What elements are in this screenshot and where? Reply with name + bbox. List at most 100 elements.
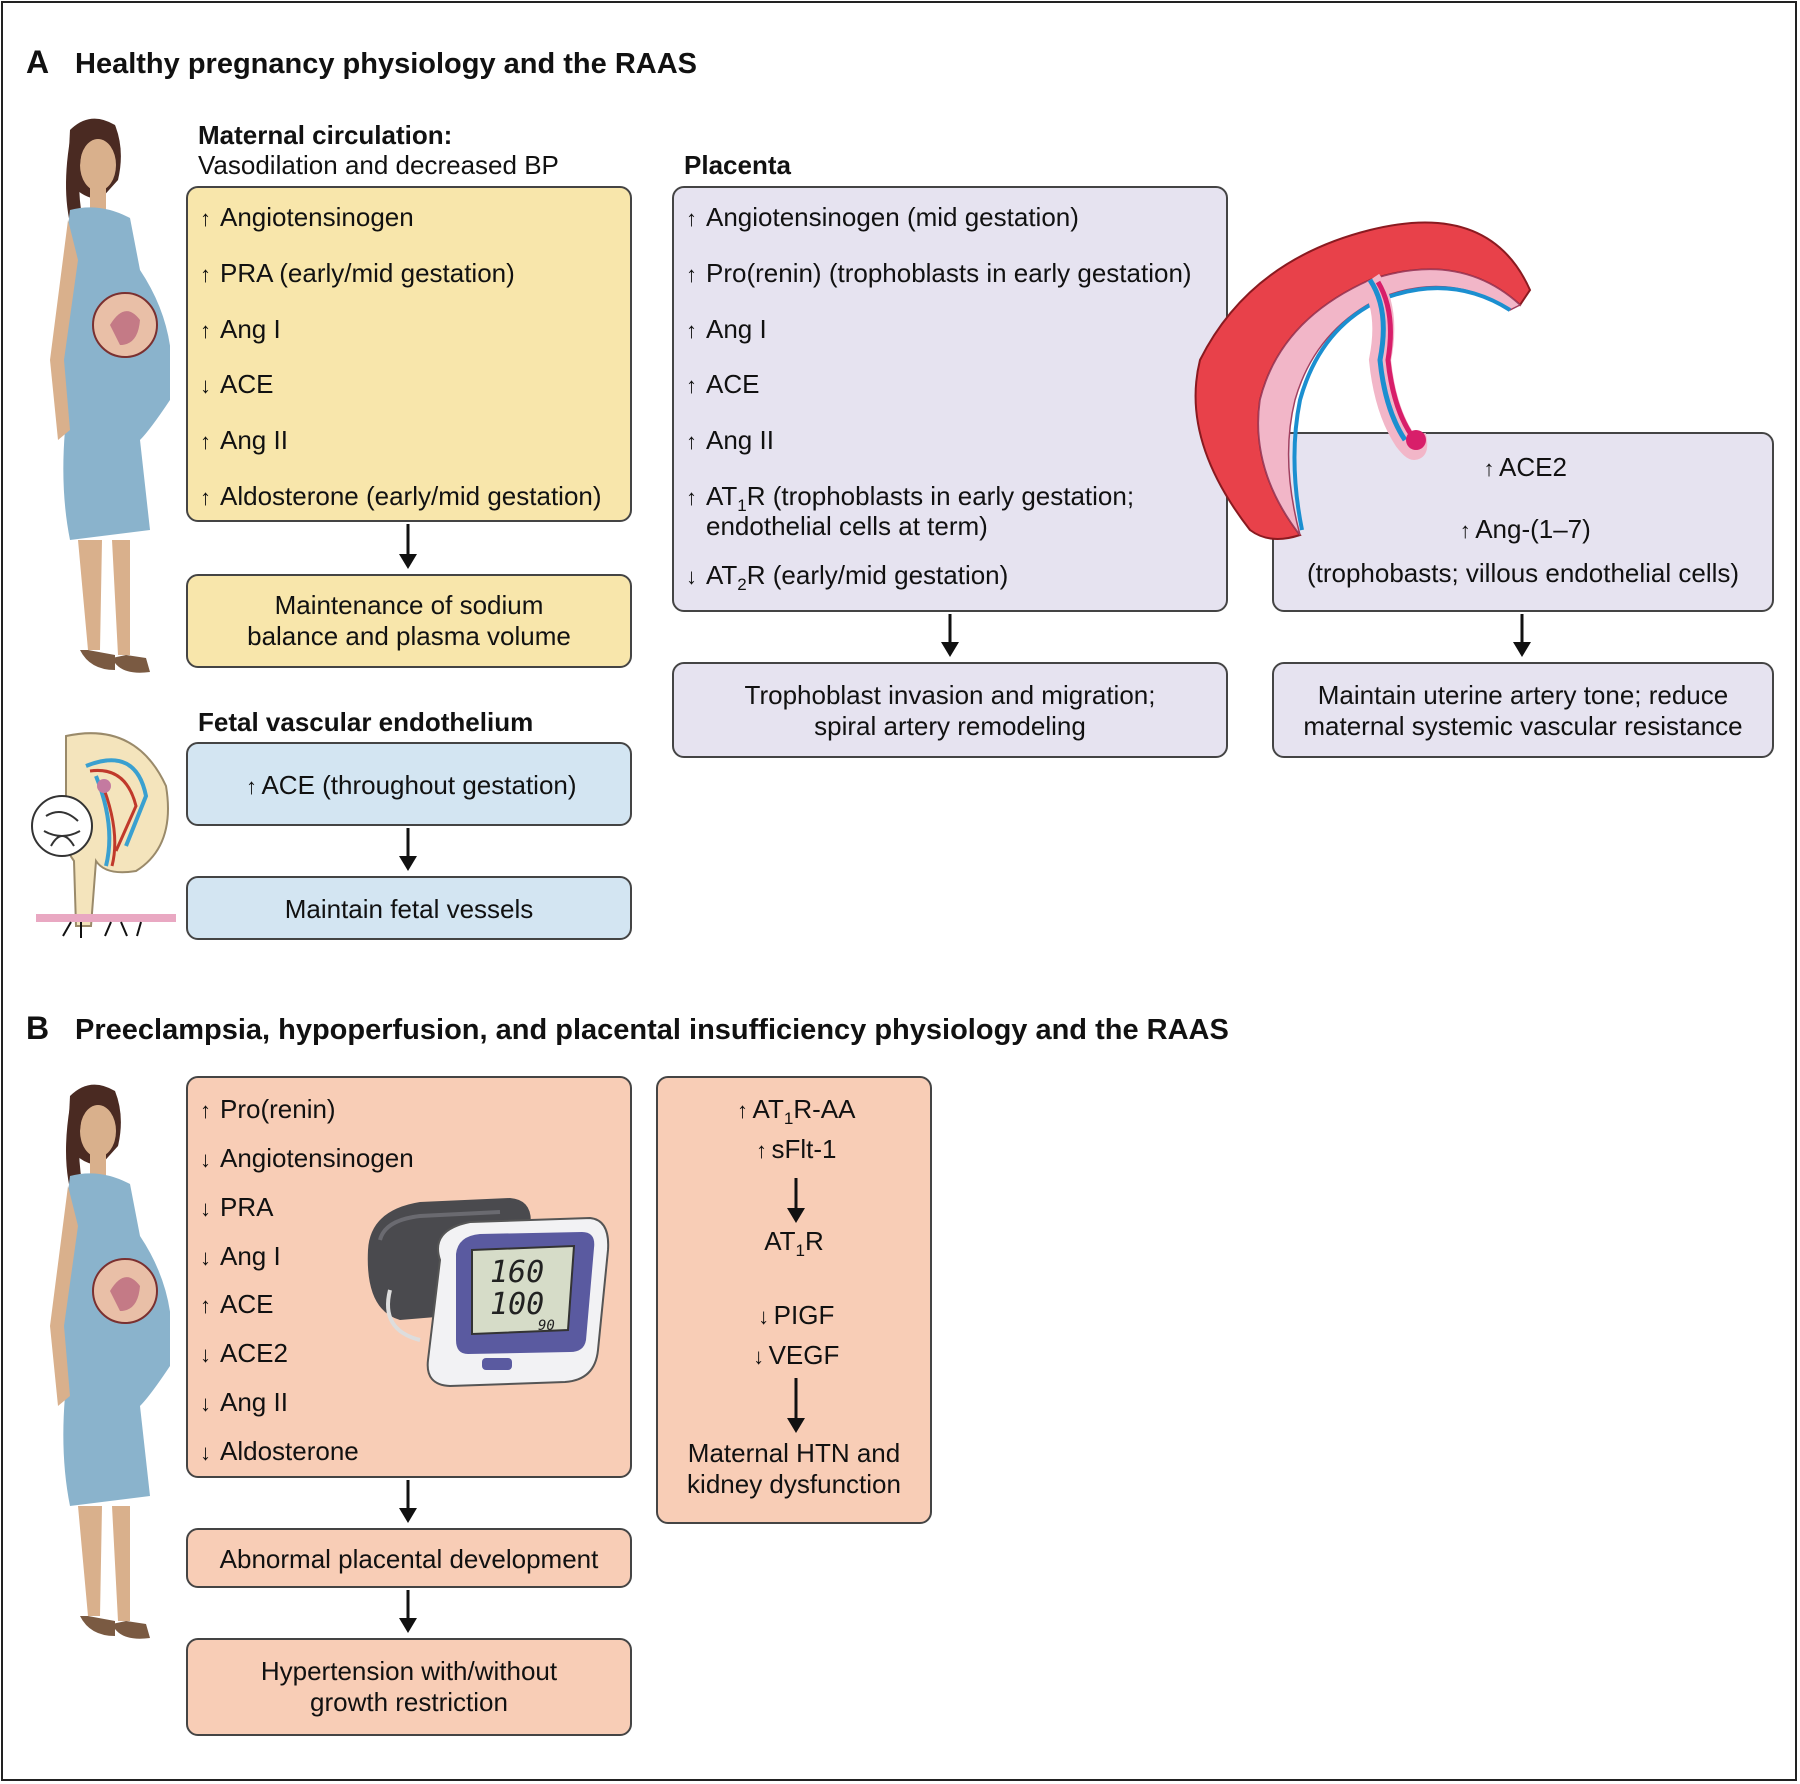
up-arrow-icon: ↑ [686,485,697,510]
up-arrow-icon: ↑ [200,318,211,343]
maternal-outcome-box: Maintenance of sodium balance and plasma… [186,574,632,668]
preeclampsia-raas-box: ↑Pro(renin) ↓Angiotensinogen ↓PRA ↓Ang I… [186,1076,632,1478]
villous-outcome-line1: Maintain uterine artery tone; reduce [1317,680,1729,710]
pigf-item: ↓PIGF [658,1300,930,1332]
pregnant-woman-illustration [50,1084,170,1639]
blood-pressure-monitor-icon: 160 100 90 [367,1198,610,1388]
preeclampsia-item: ↓Ang II [200,1387,288,1417]
placenta-outcome-line2: spiral artery remodeling [814,711,1086,741]
maternal-outcome-line1: Maintenance of sodium [274,590,544,620]
down-arrow-icon: ↓ [200,1196,211,1221]
placenta-illustration [1194,221,1532,540]
section-a-title: Healthy pregnancy physiology and the RAA… [75,48,697,80]
maternal-item: ↑Ang I [200,314,281,344]
flow-arrow-icon [1513,614,1531,657]
up-arrow-icon: ↑ [686,429,697,454]
maternal-item: ↑Angiotensinogen [200,202,414,232]
flow-arrow-icon [787,1378,805,1433]
down-arrow-icon: ↓ [758,1304,770,1329]
up-arrow-icon: ↑ [1483,456,1495,481]
preeclampsia-item: ↓PRA [200,1192,274,1222]
up-arrow-icon: ↑ [200,206,211,231]
up-arrow-icon: ↑ [200,262,211,287]
at1r-item: AT1R [764,1226,824,1261]
maternal-item: ↑Ang II [200,425,288,455]
flow-arrow-icon [399,1590,417,1633]
flow-arrow-icon [399,1480,417,1523]
down-arrow-icon: ↓ [200,1342,211,1367]
hypertension-outcome-line2: growth restriction [310,1687,508,1717]
villous-outcome-line2: maternal systemic vascular resistance [1303,711,1743,741]
up-arrow-icon: ↑ [686,373,697,398]
placenta-outcome-box: Trophoblast invasion and migration; spir… [672,662,1228,758]
abnormal-placenta-box: Abnormal placental development [186,1528,632,1588]
maternal-outcome-line2: balance and plasma volume [247,621,571,651]
down-arrow-icon: ↓ [200,1391,211,1416]
svg-text:100: 100 [490,1287,544,1322]
down-arrow-icon: ↓ [200,1245,211,1270]
fetal-item: ↑ACE (throughout gestation) [188,770,630,802]
down-arrow-icon: ↓ [200,373,211,398]
up-arrow-icon: ↑ [245,774,257,799]
maternal-item: ↑Aldosterone (early/mid gestation) [200,481,602,511]
up-arrow-icon: ↑ [737,1098,749,1123]
placenta-item-at1r-cont: endothelial cells at term) [706,511,988,541]
antiangiogenic-pathway-box: ↑AT1R-AA ↑sFlt-1 AT1R ↓PIGF ↓VEGF Matern… [656,1076,932,1524]
preeclampsia-item: ↑ACE [200,1289,274,1319]
placenta-item: ↑ACE [686,369,760,399]
villous-outcome-box: Maintain uterine artery tone; reduce mat… [1272,662,1774,758]
section-b-letter: B [26,1010,50,1046]
hypertension-outcome-box: Hypertension with/without growth restric… [186,1638,632,1736]
flow-arrow-icon [787,1178,805,1223]
up-arrow-icon: ↑ [200,485,211,510]
down-arrow-icon: ↓ [200,1147,211,1172]
sflt1-item: ↑sFlt-1 [658,1134,930,1166]
preeclampsia-item: ↓Aldosterone [200,1436,359,1466]
preeclampsia-item: ↑Pro(renin) [200,1094,336,1124]
placenta-item: ↑Pro(renin) (trophoblasts in early gesta… [686,258,1192,288]
placenta-heading: Placenta [684,150,791,180]
fetus-illustration [31,732,176,938]
flow-arrow-icon [399,828,417,871]
villous-item-ace2: ↑ACE2 [1274,452,1772,484]
maternal-htn-line1: Maternal HTN and [687,1438,901,1468]
down-arrow-icon: ↓ [686,564,697,589]
fetal-outcome-box: Maintain fetal vessels [186,876,632,940]
abnormal-placenta-text: Abnormal placental development [219,1544,599,1574]
up-arrow-icon: ↑ [200,1098,211,1123]
villous-note: (trophobasts; villous endothelial cells) [1306,558,1740,588]
hypertension-outcome-line1: Hypertension with/without [260,1656,558,1686]
placenta-item: ↑Ang II [686,425,774,455]
placenta-item: ↑Ang I [686,314,767,344]
maternal-item: ↑PRA (early/mid gestation) [200,258,515,288]
section-a-letter: A [26,44,50,80]
preeclampsia-item: ↓Angiotensinogen [200,1143,414,1173]
maternal-htn-line2: kidney dysfunction [687,1469,901,1499]
up-arrow-icon: ↑ [1459,518,1471,543]
flow-arrow-icon [399,524,417,569]
down-arrow-icon: ↓ [200,1440,211,1465]
villous-raas-box: ↑ACE2 ↑Ang-(1–7) (trophobasts; villous e… [1272,432,1774,612]
maternal-subheading: Vasodilation and decreased BP [198,150,559,180]
fetal-raas-box: ↑ACE (throughout gestation) [186,742,632,826]
placenta-item: ↑Angiotensinogen (mid gestation) [686,202,1079,232]
placenta-item-at1r: ↑AT1R (trophoblasts in early gestation; [686,481,1135,516]
fetal-heading: Fetal vascular endothelium [198,707,534,737]
placenta-item-at2r: ↓AT2R (early/mid gestation) [686,560,1009,595]
placenta-raas-box: ↑Angiotensinogen (mid gestation) ↑Pro(re… [672,186,1228,612]
preeclampsia-item: ↓ACE2 [200,1338,288,1368]
pregnant-woman-illustration [50,118,170,673]
up-arrow-icon: ↑ [200,1293,211,1318]
up-arrow-icon: ↑ [686,206,697,231]
svg-text:90: 90 [538,1318,555,1334]
at1r-aa-item: ↑AT1R-AA [658,1094,930,1134]
preeclampsia-item: ↓Ang I [200,1241,281,1271]
flow-arrow-icon [941,614,959,657]
maternal-raas-box: ↑Angiotensinogen ↑PRA (early/mid gestati… [186,186,632,522]
up-arrow-icon: ↑ [686,318,697,343]
placenta-outcome-line1: Trophoblast invasion and migration; [744,680,1156,710]
vegf-item: ↓VEGF [658,1340,930,1372]
maternal-heading: Maternal circulation: [198,120,453,150]
maternal-item: ↓ACE [200,369,274,399]
